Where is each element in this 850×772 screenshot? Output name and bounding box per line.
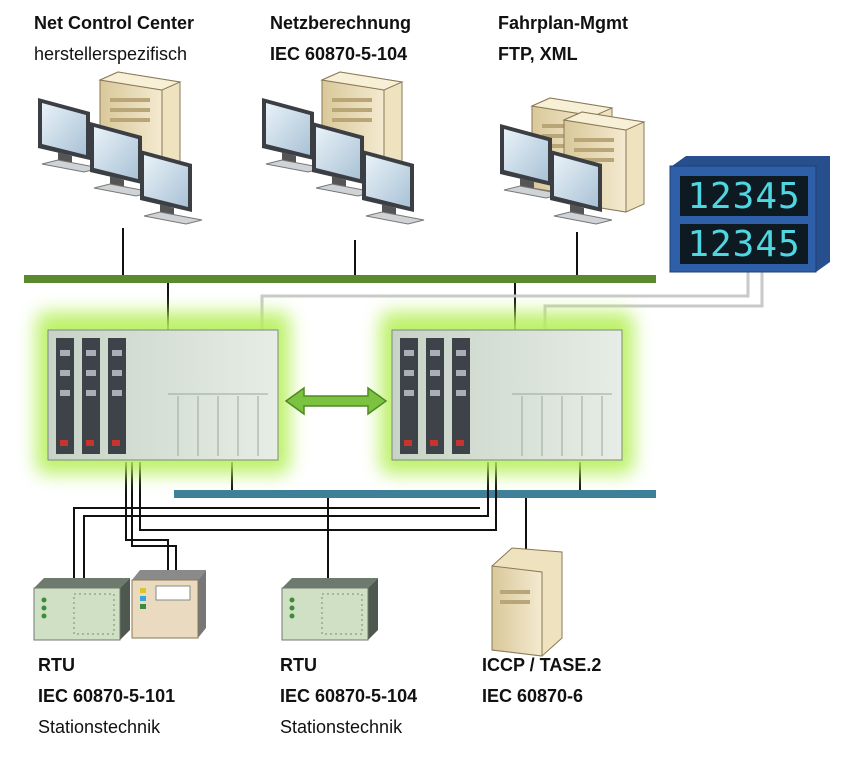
- display-row-1: 12345: [687, 176, 800, 217]
- server-rack-left: [47, 329, 279, 461]
- fahrplan-protocol: FTP, XML: [498, 44, 578, 64]
- fahrplan-title: Fahrplan-Mgmt: [498, 13, 628, 33]
- rtu-104-protocol: IEC 60870-5-104: [280, 686, 418, 706]
- netzberechnung-title: Netzberechnung: [270, 13, 412, 33]
- rtu-101-device: [33, 577, 131, 641]
- rtu-104-label: RTU IEC 60870-5-104 Stationstechnik: [280, 650, 417, 743]
- display-row-2: 12345: [687, 224, 800, 265]
- netzberechnung-label: Netzberechnung IEC 60870-5-104: [270, 8, 411, 70]
- rtu-104-title: RTU: [280, 655, 317, 675]
- ncc-title: Net Control Center: [34, 13, 195, 33]
- iccp-protocol: IEC 60870-6: [482, 686, 584, 706]
- ncc-subtitle: herstellerspezifisch: [34, 44, 188, 64]
- net-control-center-workstations: [37, 71, 203, 225]
- server-rack-right: [391, 329, 623, 461]
- fahrplan-workstations: [499, 97, 645, 225]
- ncc-label: Net Control Center herstellerspezifisch: [34, 8, 194, 70]
- netzberechnung-workstations: [261, 71, 425, 225]
- rtu-104-subtitle: Stationstechnik: [280, 717, 403, 737]
- redundancy-arrow: [284, 386, 388, 416]
- lower-bus: [174, 490, 656, 498]
- netzberechnung-protocol: IEC 60870-5-104: [270, 44, 408, 64]
- rtu-101-subtitle: Stationstechnik: [38, 717, 161, 737]
- iccp-title: ICCP / TASE.2: [482, 655, 602, 675]
- rtu-104-device: [281, 577, 379, 641]
- fahrplan-label: Fahrplan-Mgmt FTP, XML: [498, 8, 628, 70]
- rtu-101-label: RTU IEC 60870-5-101 Stationstechnik: [38, 650, 175, 743]
- iccp-label: ICCP / TASE.2 IEC 60870-6: [482, 650, 601, 712]
- upper-bus: [24, 275, 656, 283]
- rtu-101-protocol: IEC 60870-5-101: [38, 686, 176, 706]
- connection-lines: [73, 228, 581, 580]
- digital-display-panel: 12345 12345: [669, 156, 830, 273]
- iccp-server: [491, 547, 563, 657]
- meter-device: [131, 570, 206, 639]
- rtu-101-title: RTU: [38, 655, 75, 675]
